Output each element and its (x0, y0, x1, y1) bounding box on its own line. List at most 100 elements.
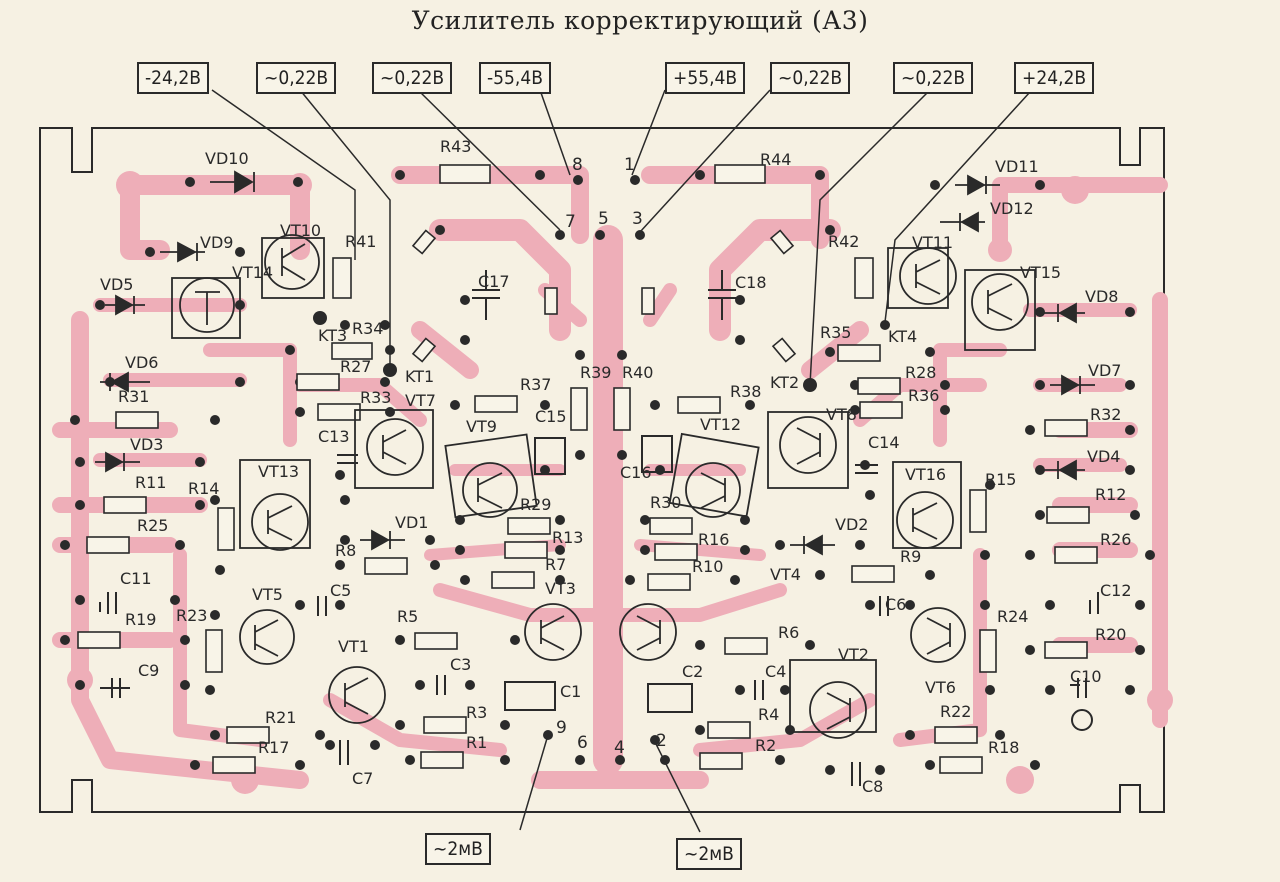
label-c8: C8 (862, 777, 883, 796)
voltage-label-ac2: ~0,22В (372, 62, 453, 94)
diodes (95, 170, 1095, 556)
label-vt10: VT10 (280, 221, 321, 240)
label-c16: C16 (620, 463, 652, 482)
label-vt4: VT4 (770, 565, 801, 584)
transistors (171, 234, 1036, 739)
label-r26: R26 (1100, 530, 1131, 549)
label-vd5: VD5 (100, 275, 133, 294)
label-c1: C1 (560, 682, 581, 701)
label-c12: C12 (1100, 581, 1132, 600)
label-c9: C9 (138, 661, 159, 680)
pin-numbers: 8 1 7 5 3 9 6 4 2 (556, 155, 667, 758)
label-r5: R5 (397, 607, 418, 626)
label-r33: R33 (360, 388, 391, 407)
label-vd4: VD4 (1087, 447, 1120, 466)
voltage-label-input-right: ~2мВ (676, 838, 742, 870)
label-r17: R17 (258, 738, 289, 757)
label-r42: R42 (828, 232, 859, 251)
label-vd7: VD7 (1088, 361, 1121, 380)
label-r34: R34 (352, 319, 383, 338)
label-r20: R20 (1095, 625, 1126, 644)
label-r23: R23 (176, 606, 207, 625)
label-c10: C10 (1070, 667, 1102, 686)
voltage-label-ac1: ~0,22В (256, 62, 337, 94)
label-r40: R40 (622, 363, 653, 382)
label-vd10: VD10 (205, 149, 249, 168)
label-kt1: KT1 (405, 367, 434, 386)
voltage-label-neg55: -55,4В (479, 62, 551, 94)
label-vd3: VD3 (130, 435, 163, 454)
label-r43: R43 (440, 137, 471, 156)
label-vd6: VD6 (125, 353, 158, 372)
label-vt13: VT13 (258, 462, 299, 481)
label-r24: R24 (997, 607, 1028, 626)
voltage-label-ac4: ~0,22В (893, 62, 974, 94)
label-r31: R31 (118, 387, 149, 406)
label-r37: R37 (520, 375, 551, 394)
voltage-label-neg24: -24,2В (137, 62, 209, 94)
capacitors (99, 270, 1099, 786)
label-r27: R27 (340, 357, 371, 376)
label-vd8: VD8 (1085, 287, 1118, 306)
label-c2: C2 (682, 662, 703, 681)
label-r21: R21 (265, 708, 296, 727)
label-c13: C13 (318, 427, 350, 446)
label-vt14: VT14 (232, 263, 273, 282)
label-r2: R2 (755, 736, 776, 755)
label-r9: R9 (900, 547, 921, 566)
label-kt3: KT3 (318, 326, 347, 345)
label-vt11: VT11 (912, 233, 953, 252)
label-r38: R38 (730, 382, 761, 401)
label-vt6: VT6 (925, 678, 956, 697)
label-vt9: VT9 (466, 417, 497, 436)
voltage-label-pos55: +55,4В (665, 62, 746, 94)
leader-lines (211, 89, 1031, 833)
label-r1: R1 (466, 733, 487, 752)
label-r25: R25 (137, 516, 168, 535)
label-r15: R15 (985, 470, 1016, 489)
label-vd2: VD2 (835, 515, 868, 534)
label-r18: R18 (988, 738, 1019, 757)
label-r32: R32 (1090, 405, 1121, 424)
page-title: Усилитель корректирующий (А3) (411, 6, 869, 35)
label-r11: R11 (135, 473, 166, 492)
label-r22: R22 (940, 702, 971, 721)
pin-2: 2 (656, 731, 667, 751)
large-pads (67, 171, 1173, 794)
label-vt16: VT16 (905, 465, 946, 484)
label-r10: R10 (692, 557, 723, 576)
label-vt8: VT8 (826, 405, 857, 424)
label-c17: C17 (478, 272, 510, 291)
voltage-label-ac3: ~0,22В (770, 62, 851, 94)
label-r36: R36 (908, 386, 939, 405)
label-c7: C7 (352, 769, 373, 788)
label-vd11: VD11 (995, 157, 1039, 176)
label-r39: R39 (580, 363, 611, 382)
pin-3: 3 (632, 209, 643, 229)
pin-6: 6 (577, 733, 588, 753)
label-vt12: VT12 (700, 415, 741, 434)
label-vt7: VT7 (405, 391, 436, 410)
component-labels: VD10 VD9 VD5 VD6 VD3 VD1 VD11 VD12 VD8 V… (100, 137, 1132, 796)
label-r8: R8 (335, 541, 356, 560)
pin-1: 1 (624, 155, 635, 175)
pin-4: 4 (614, 738, 625, 758)
label-r28: R28 (905, 363, 936, 382)
label-c11: C11 (120, 569, 152, 588)
label-c6: C6 (885, 595, 906, 614)
pin-9: 9 (556, 718, 567, 738)
label-vt15: VT15 (1020, 263, 1061, 282)
resistors (77, 164, 1098, 774)
label-r7: R7 (545, 555, 566, 574)
label-c18: C18 (735, 273, 767, 292)
label-c3: C3 (450, 655, 471, 674)
label-vd1: VD1 (395, 513, 428, 532)
label-r19: R19 (125, 610, 156, 629)
voltage-label-pos24: +24,2В (1014, 62, 1095, 94)
pin-8: 8 (572, 155, 583, 175)
label-r4: R4 (758, 705, 779, 724)
label-r12: R12 (1095, 485, 1126, 504)
label-r41: R41 (345, 232, 376, 251)
pin-5: 5 (598, 209, 609, 229)
